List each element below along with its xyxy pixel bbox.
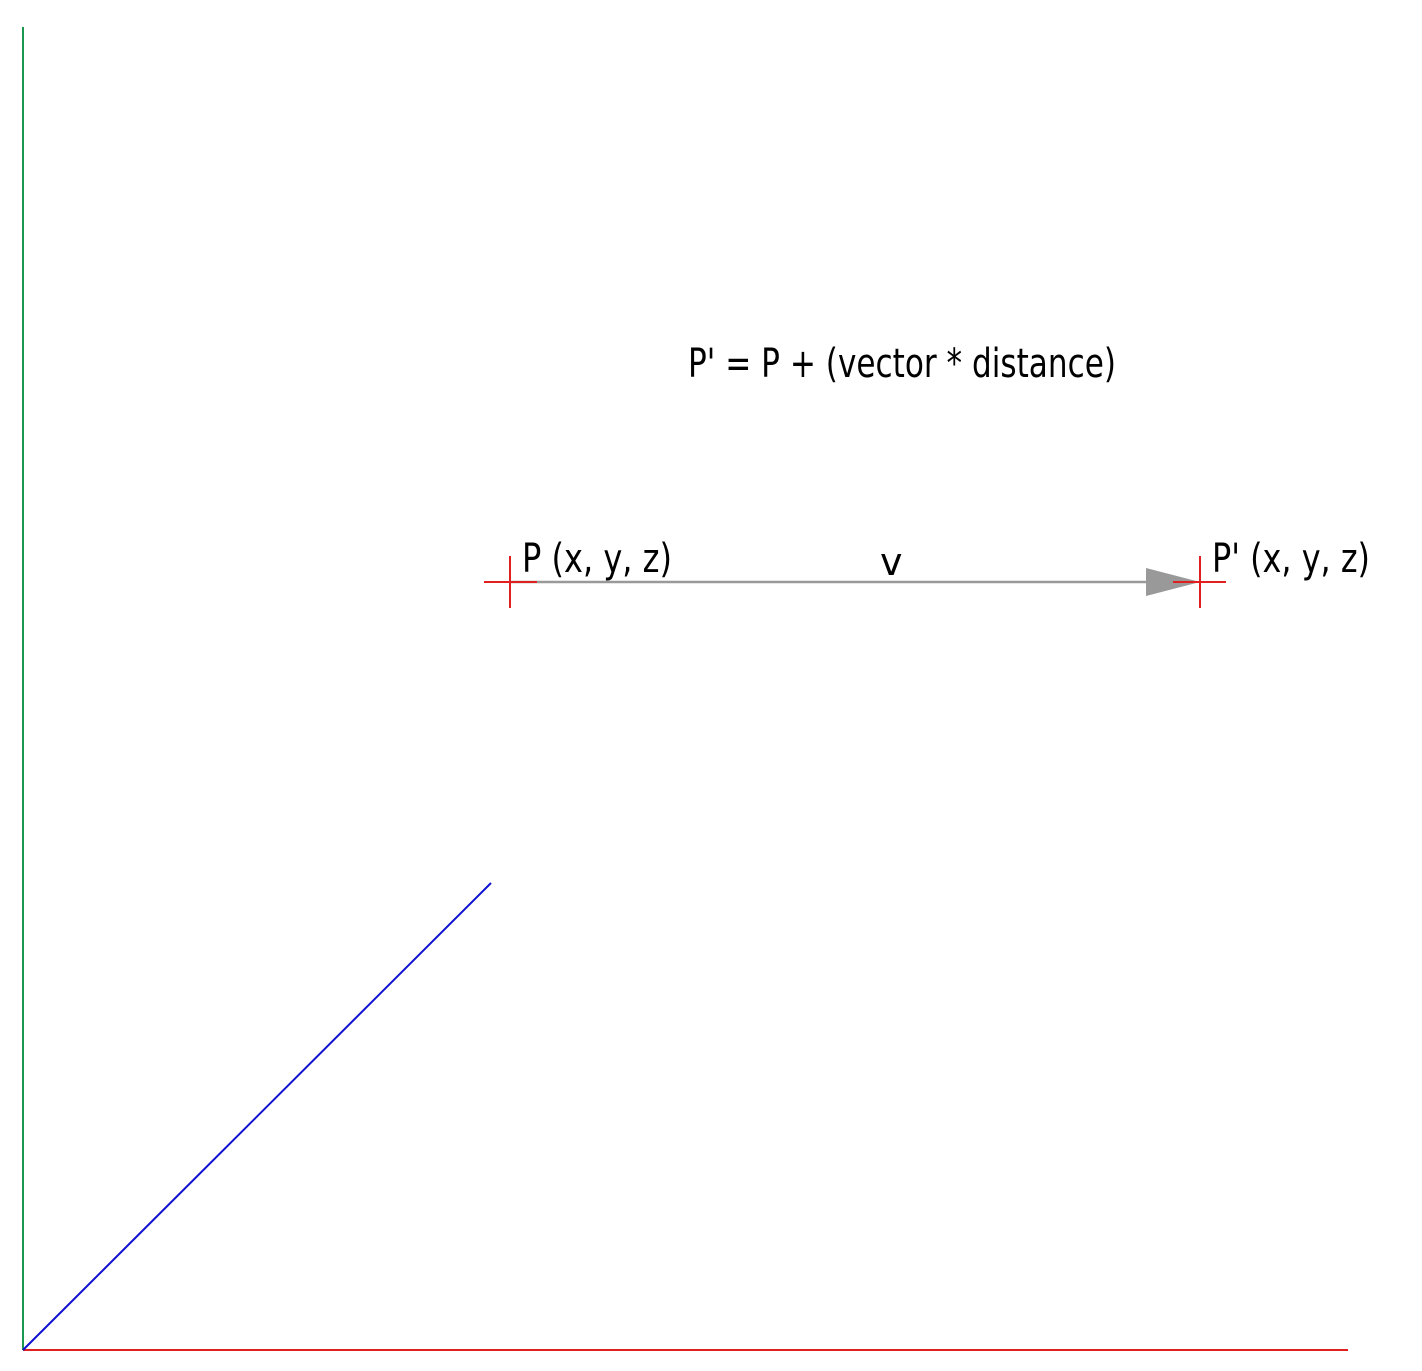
end-point-marker: [1173, 556, 1226, 608]
start-point-marker: [484, 556, 537, 608]
start-point-label: P (x, y, z): [522, 536, 672, 582]
translation-formula: P' = P + (vector * distance): [688, 341, 1116, 387]
vector-label: v: [880, 540, 903, 584]
z-axis-line: [22, 882, 492, 1351]
end-point-label: P' (x, y, z): [1212, 536, 1370, 582]
